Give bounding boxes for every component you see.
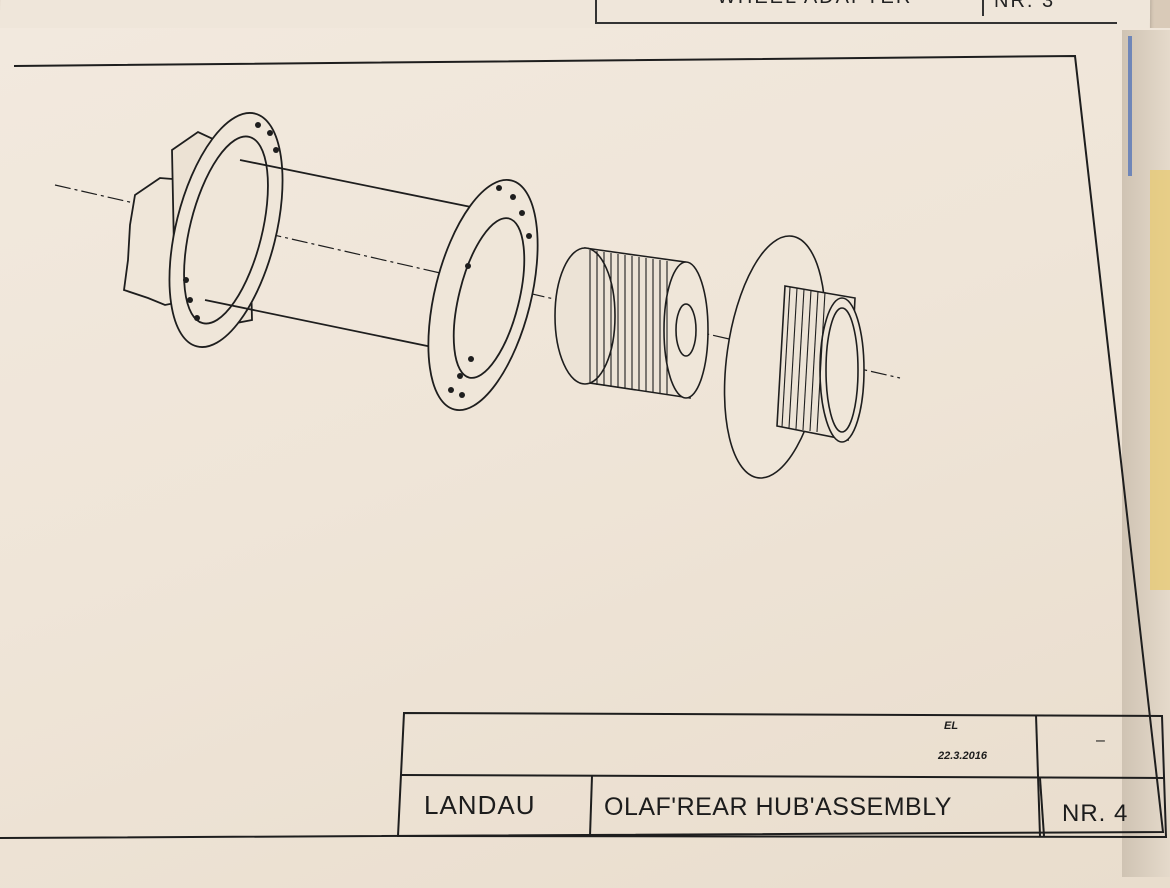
- flange-holes: [183, 122, 532, 398]
- place-name: LANDAU: [424, 790, 536, 820]
- hub-shell: [123, 112, 539, 411]
- previous-sheet-number: NR. 3: [982, 0, 1055, 16]
- drawing-date: 22.3.2016: [938, 750, 987, 762]
- binder-edge-blue: [1128, 36, 1132, 176]
- title-block-col-divider-2: [589, 775, 593, 837]
- title-block-col-divider-1: [1035, 714, 1041, 837]
- title-block-frame: [396, 711, 1168, 839]
- end-cap-threads: [781, 286, 826, 433]
- drawing-title: OLAF'REAR HUB'ASSEMBLY: [604, 793, 952, 821]
- previous-sheet-title-block: WHEEL ADAPTER NR. 3: [595, 0, 1117, 24]
- revision-mark: –: [1096, 732, 1105, 749]
- freehub-splines: [589, 250, 668, 395]
- end-cap-adapter: [723, 235, 865, 479]
- sheet-number: NR. 4: [1062, 800, 1129, 827]
- binder-edge-yellow: [1150, 170, 1170, 590]
- previous-sheet-title: WHEEL ADAPTER: [717, 0, 912, 9]
- title-block-col-divider-3: [1039, 777, 1045, 837]
- title-block-row-divider: [400, 774, 1165, 779]
- drawn-by: EL: [944, 720, 959, 732]
- drawing-frame: [0, 54, 1165, 839]
